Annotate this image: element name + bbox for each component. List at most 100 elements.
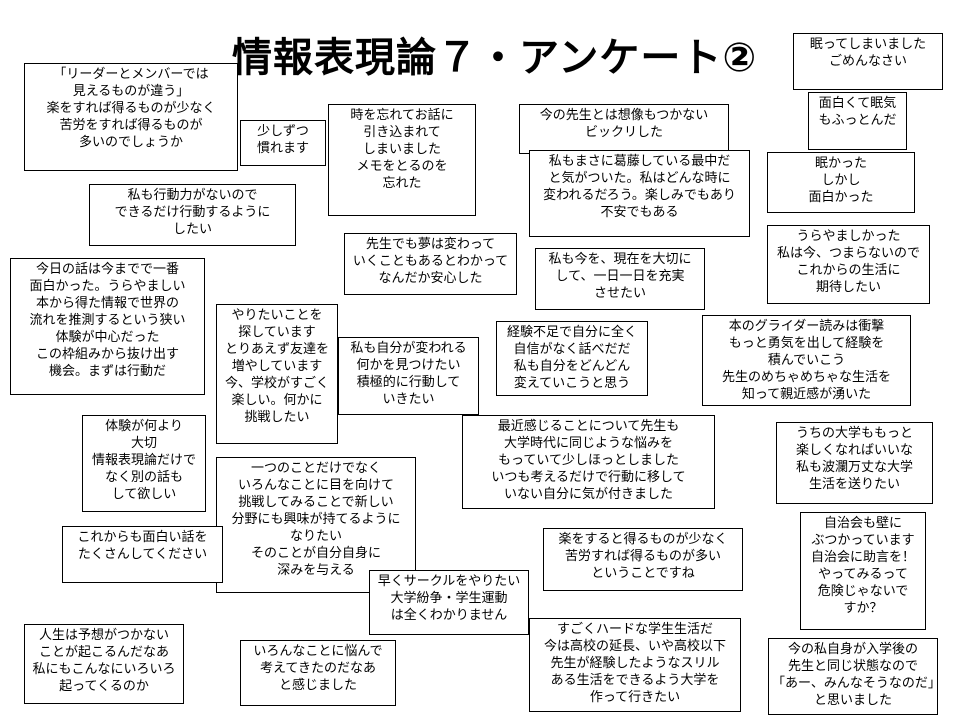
comment-line: なんだか安心した	[378, 271, 483, 286]
comment-line: いろんなことに目を向けて	[237, 478, 394, 493]
comment-note: 「リーダーとメンバーでは見えるものが違う」楽をすれば得るものが少なく苦労をすれば…	[24, 63, 238, 171]
comment-line: ことが起こるんだなあ	[38, 645, 169, 660]
comment-line: とりあえず友達を	[224, 342, 329, 357]
comment-line: なく別の話も	[104, 470, 183, 485]
comment-line: させたい	[593, 286, 646, 301]
comment-note: 今の私自身が入学後の先生と同じ状態なので「あー、みんなそうなのだ」と思いました	[768, 638, 938, 715]
comment-line: いない自分に気が付きました	[503, 487, 673, 502]
comment-note: 私も自分が変われる何かを見つけたい積極的に行動していきたい	[338, 337, 479, 415]
comment-line: 体験が中心だった	[55, 330, 160, 345]
comment-line: 探しています	[238, 325, 316, 340]
comment-note: 楽をすると得るものが少なく苦労すれば得るものが多いということですね	[543, 528, 743, 591]
comment-line: 人生は予想がつかない	[38, 628, 169, 643]
comment-line: 忘れた	[382, 176, 422, 191]
comment-line: しまいました	[362, 142, 441, 157]
comment-line: もふっとんだ	[818, 113, 897, 128]
comment-note: 今の先生とは想像もつかないビックリした	[519, 104, 729, 154]
comment-note: 眠ってしまいましたごめんなさい	[793, 33, 943, 90]
comment-line: 経験不足で自分に全く	[506, 325, 637, 340]
comment-line: うちの大学ももっと	[795, 426, 913, 441]
comment-line: もっていて少しほっとしました	[498, 453, 679, 468]
comment-line: 最近感じることについて先生も	[497, 419, 680, 434]
comment-note: 時を忘れてお話に引き込まれてしまいましたメモをとるのを忘れた	[328, 104, 476, 216]
comment-line: 積んでいこう	[767, 353, 846, 368]
comment-line: 早くサークルをやりたい	[377, 574, 521, 589]
comment-line: 一つのことだけでなく	[250, 461, 381, 476]
comment-line: 私も行動力がないので	[127, 188, 258, 203]
comment-line: 本から得た情報で世界の	[35, 296, 179, 311]
comment-line: ぶつかっています	[811, 533, 915, 548]
comment-note: 眠かったしかし面白かった	[767, 152, 915, 213]
comment-line: そのことが自分自身に	[250, 546, 381, 561]
comment-line: 先生と同じ状態なので	[787, 659, 918, 674]
comment-line: 作って行きたい	[589, 690, 681, 705]
comment-note: 体験が何より大切情報表現論だけでなく別の話もして欲しい	[82, 415, 206, 512]
comment-line: 流れを推測するという狭い	[29, 313, 186, 328]
comment-note: 早くサークルをやりたい大学紛争・学生運動は全くわかりません	[369, 570, 529, 635]
comment-line: 今は高校の延長、いや高校以下	[543, 639, 726, 654]
comment-line: 期待したい	[815, 280, 881, 295]
comment-note: 先生でも夢は変わっていくこともあるとわかってなんだか安心した	[344, 233, 517, 295]
comment-line: 深みを与える	[277, 563, 355, 578]
comment-line: 自治会に助言を！	[810, 550, 915, 565]
comment-line: 面白かった	[808, 190, 874, 205]
comment-line: 「リーダーとメンバーでは	[53, 67, 209, 82]
comment-line: 先生でも夢は変わって	[365, 237, 496, 252]
comment-line: 引き込まれて	[363, 125, 441, 140]
comment-line: 眠ってしまいました	[809, 37, 927, 52]
comment-line: 今、学校がすごく	[224, 376, 329, 391]
comment-line: 大切	[130, 436, 157, 451]
comment-line: 機会。まずは行動だ	[48, 364, 166, 379]
comment-line: 面白くて眠気	[818, 96, 897, 111]
comment-line: 今の先生とは想像もつかない	[539, 108, 709, 123]
comment-line: 私にもこんなにいろいろ	[32, 662, 176, 677]
comment-line: もっと勇気を出して経験を	[728, 336, 885, 351]
comment-line: 生活を送りたい	[808, 477, 900, 492]
comment-line: たくさんしてください	[77, 547, 208, 562]
comment-line: 挑戦したい	[244, 410, 310, 425]
comment-note: 私もまさに葛藤している最中だと気がついた。私はどんな時に変われるだろう。楽しみで…	[529, 150, 750, 237]
comment-note: 私も行動力がないのでできるだけ行動するようにしたい	[89, 184, 296, 246]
comment-line: ということですね	[591, 566, 695, 581]
comment-line: 自信がなく話べだだ	[513, 342, 631, 357]
comment-line: と気がついた。私はどんな時に	[548, 171, 731, 186]
comment-line: 分野にも興味が持てるように	[231, 512, 401, 527]
comment-line: ビックリした	[584, 125, 663, 140]
comment-line: 面白かった。うらやましい	[29, 279, 186, 294]
comment-line: 慣れます	[256, 141, 309, 156]
comment-line: 「あー、みんなそうなのだ」	[772, 676, 938, 691]
comment-note: 私も今を、現在を大切にして、一日一日を充実させたい	[535, 248, 705, 310]
comment-line: 今日の話は今までで一番	[35, 262, 179, 277]
comment-note: 今日の話は今までで一番面白かった。うらやましい本から得た情報で世界の流れを推測す…	[10, 258, 205, 395]
comment-line: 苦労すれば得るものが多い	[564, 549, 721, 564]
comment-line: やってみるって	[818, 567, 908, 582]
comment-line: いつも考えるだけで行動に移して	[491, 470, 686, 485]
comment-line: やりたいことを	[231, 308, 323, 323]
comment-line: 私は今、つまらないので	[776, 246, 920, 261]
comment-line: 私もまさに葛藤している最中だ	[548, 154, 731, 169]
comment-line: 先生が経験したようなスリル	[550, 656, 720, 671]
comment-line: いきたい	[382, 392, 435, 407]
comment-line: しかし	[821, 173, 861, 188]
comment-line: 本のグライダー読みは衝撃	[728, 319, 885, 334]
comment-line: 体験が何より	[105, 419, 183, 434]
comment-note: これからも面白い話をたくさんしてください	[62, 526, 223, 583]
comment-line: 自治会も壁に	[823, 516, 902, 531]
comment-line: は全くわかりません	[390, 608, 508, 623]
comment-line: 知って親近感が湧いた	[741, 387, 872, 402]
comment-line: 危険じゃないで	[817, 584, 909, 599]
comment-line: 大学時代に同じような悩みを	[503, 436, 673, 451]
comment-line: 先生のめちゃめちゃな生活を	[721, 370, 891, 385]
comment-note: 面白くて眠気もふっとんだ	[808, 92, 907, 150]
comment-line: して欲しい	[111, 487, 177, 502]
comment-line: 何かを見つけたい	[356, 358, 461, 373]
comment-line: 変えていこうと思う	[513, 376, 631, 391]
comment-line: 楽をすれば得るものが少なく	[46, 101, 216, 116]
comment-line: 私も自分が変われる	[350, 341, 467, 356]
page-title: 情報表現論７・アンケート②	[232, 35, 758, 81]
comment-line: して、一日一日を充実	[555, 269, 685, 284]
comment-line: したい	[172, 222, 212, 237]
comment-line: 多いのでしょうか	[78, 135, 183, 150]
comment-line: なりたい	[289, 529, 342, 544]
comment-line: すか？	[843, 601, 883, 616]
